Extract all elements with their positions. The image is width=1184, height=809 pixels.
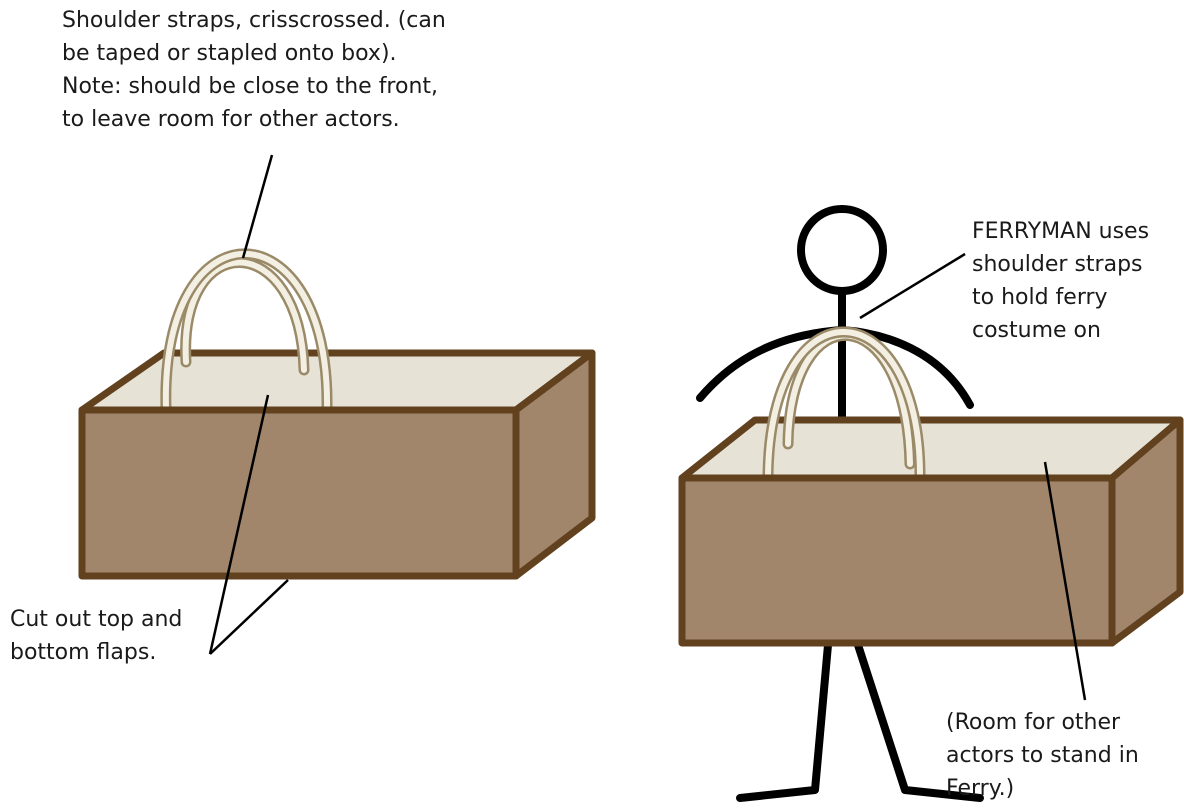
note-line: Note: should be close to the front, bbox=[62, 70, 446, 103]
note-line: be taped or stapled onto box). bbox=[62, 37, 446, 70]
note-line: Shoulder straps, crisscrossed. (can bbox=[62, 4, 446, 37]
leader-ferryman bbox=[860, 254, 965, 318]
left-box bbox=[82, 254, 592, 576]
right-box bbox=[682, 332, 1180, 643]
note-line: FERRYMAN uses bbox=[972, 215, 1149, 248]
note-line: (Room for other bbox=[946, 706, 1139, 739]
note-line: Ferry.) bbox=[946, 772, 1139, 805]
note-line: shoulder straps bbox=[972, 248, 1149, 281]
note-line: costume on bbox=[972, 314, 1149, 347]
note-ferryman: FERRYMAN uses shoulder straps to hold fe… bbox=[972, 215, 1149, 347]
leader-flaps-bottom bbox=[210, 580, 288, 654]
note-room-for-actors: (Room for other actors to stand in Ferry… bbox=[946, 706, 1139, 805]
note-line: bottom flaps. bbox=[10, 636, 182, 669]
stick-figure-head bbox=[801, 209, 883, 291]
right-box-front bbox=[682, 478, 1112, 643]
note-line: actors to stand in bbox=[946, 739, 1139, 772]
note-line: to hold ferry bbox=[972, 281, 1149, 314]
note-cut-flaps: Cut out top and bottom flaps. bbox=[10, 603, 182, 669]
right-box-top-opening bbox=[682, 420, 1180, 478]
leader-straps bbox=[243, 155, 272, 258]
stick-figure-left-leg bbox=[740, 645, 828, 798]
note-line: to leave room for other actors. bbox=[62, 103, 446, 136]
left-box-top-opening bbox=[82, 353, 592, 410]
left-box-front bbox=[82, 410, 516, 576]
note-shoulder-straps: Shoulder straps, crisscrossed. (can be t… bbox=[62, 4, 446, 136]
note-line: Cut out top and bbox=[10, 603, 182, 636]
